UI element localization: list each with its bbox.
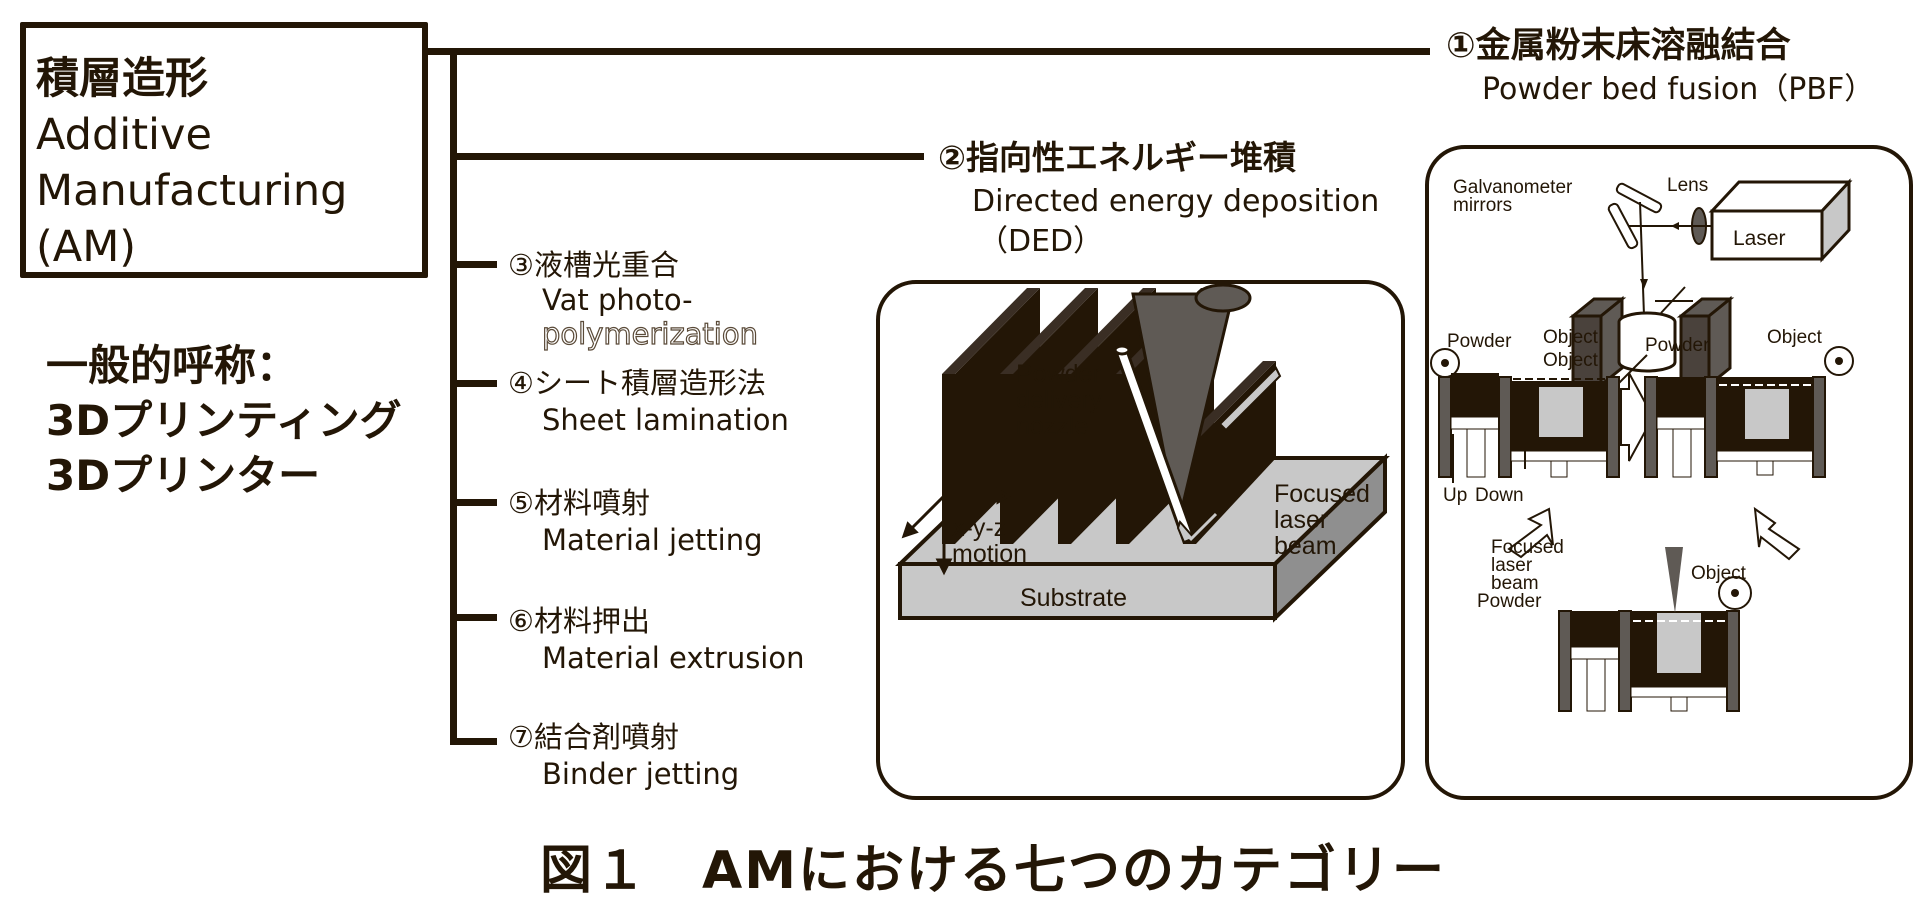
down-label: Down bbox=[1475, 485, 1524, 506]
branch-line-2 bbox=[450, 153, 924, 160]
pbf-illustration: Galvanometer mirrors Lens Laser bbox=[1430, 175, 1854, 712]
galvo-mirror-1 bbox=[1615, 182, 1663, 214]
stage3-powder-label: Powder bbox=[1477, 591, 1542, 612]
branch-line-4 bbox=[450, 380, 497, 387]
category-5-ja: ⑤材料噴射 bbox=[508, 486, 650, 520]
powder-nozzle bbox=[1113, 344, 1218, 544]
category-1-en: Powder bed fusion（PBF） bbox=[1482, 72, 1875, 107]
category-6-number: ⑥ bbox=[508, 604, 534, 638]
figure-caption: 図１ AMにおける七つのカテゴリー bbox=[540, 841, 1446, 901]
category-1-ja-text: 金属粉末床溶融結合 bbox=[1475, 26, 1791, 66]
pbf-stage-2: Powder Object bbox=[1644, 327, 1854, 478]
pbf-stage-3: Focused laser beam Object Powder bbox=[1477, 537, 1752, 712]
category-3-number: ③ bbox=[508, 248, 534, 282]
mirrors-label-1: Galvanometer bbox=[1453, 177, 1573, 198]
category-5-number: ⑤ bbox=[508, 486, 534, 520]
category-3-ja-text: 液槽光重合 bbox=[534, 248, 680, 282]
tree-trunk bbox=[450, 48, 457, 745]
stage3-object-label: Object bbox=[1691, 563, 1747, 584]
category-2-number: ② bbox=[938, 138, 966, 177]
category-2-ja-text: 指向性エネルギー堆積 bbox=[965, 138, 1296, 177]
common-names-label: 一般的呼称： bbox=[46, 341, 299, 390]
motion-label-1: x-y-z bbox=[952, 514, 1006, 542]
laser-label-3: beam bbox=[1274, 532, 1337, 560]
nozzle-label-3: nozzle bbox=[1016, 412, 1088, 440]
category-7-ja-text: 結合剤噴射 bbox=[534, 720, 680, 754]
stage1-object-label-b: Object bbox=[1543, 350, 1599, 371]
motion-label-2: motion bbox=[952, 540, 1027, 568]
build-chamber-3d bbox=[1568, 286, 1735, 389]
category-7-en: Binder jetting bbox=[542, 757, 740, 791]
root-en-line1: Additive bbox=[36, 110, 212, 160]
common-name-3d-printer: 3Dプリンター bbox=[46, 451, 321, 500]
nozzle-label-1: Powder bbox=[1016, 360, 1101, 388]
category-3-en-cont: polymerization bbox=[541, 316, 758, 351]
pbf-panel: Galvanometer mirrors Lens Laser bbox=[1425, 145, 1913, 800]
category-5-ja-text: 材料噴射 bbox=[534, 486, 651, 520]
wall-3 bbox=[1058, 288, 1156, 544]
category-6-ja: ⑥材料押出 bbox=[508, 604, 650, 638]
galvo-mirror-2 bbox=[1607, 202, 1639, 250]
category-4-en: Sheet lamination bbox=[542, 403, 789, 437]
category-7-ja: ⑦結合剤噴射 bbox=[508, 720, 679, 754]
am-root-box bbox=[20, 22, 428, 278]
substrate-side bbox=[1273, 453, 1387, 623]
category-2-ja: ②指向性エネルギー堆積 bbox=[938, 138, 1296, 178]
common-names: 一般的呼称： 3Dプリンティング 3Dプリンター bbox=[46, 338, 402, 503]
category-3-en: Vat photo- bbox=[542, 283, 693, 317]
root-abbr: (AM) bbox=[36, 222, 137, 272]
laser-cone bbox=[1131, 292, 1235, 526]
stage3-laser-beam bbox=[1665, 547, 1683, 613]
next-step-arrow-icon bbox=[1620, 372, 1655, 462]
laser-cone-top bbox=[1194, 283, 1252, 313]
common-name-3d-printing: 3Dプリンティング bbox=[46, 396, 402, 445]
return-arrow-left-icon bbox=[1507, 507, 1554, 559]
category-6-en: Material extrusion bbox=[542, 641, 805, 675]
branch-line-5 bbox=[450, 499, 497, 506]
nozzle-label-2: delivery bbox=[1016, 386, 1103, 414]
category-2-abbr: （DED） bbox=[978, 224, 1104, 259]
category-4-number: ④ bbox=[508, 366, 534, 400]
laser-label-2: laser bbox=[1274, 506, 1328, 534]
laser-source: Laser bbox=[1708, 178, 1853, 263]
laser-label: Laser bbox=[1733, 227, 1786, 250]
category-6-ja-text: 材料押出 bbox=[534, 604, 651, 638]
pbf-stage-1: Powder Object Object Up Down bbox=[1430, 327, 1620, 506]
ded-illustration: Substrate x-y-z motion Powder deliv bbox=[895, 283, 1390, 623]
branch-line-1 bbox=[428, 48, 1430, 55]
category-3-ja: ③液槽光重合 bbox=[508, 248, 679, 282]
xyz-motion-axes-icon bbox=[901, 487, 1011, 576]
stage3-focused-label-2: laser bbox=[1491, 555, 1533, 576]
category-4-ja: ④シート積層造形法 bbox=[508, 366, 766, 400]
category-2-en: Directed energy deposition bbox=[972, 184, 1380, 219]
root-en-line2: Manufacturing bbox=[36, 166, 348, 216]
return-arrow-right-icon bbox=[1753, 506, 1801, 561]
wall-2 bbox=[1000, 288, 1098, 544]
wall-5-partial bbox=[1183, 361, 1282, 544]
branch-line-7 bbox=[450, 738, 497, 745]
branch-line-6 bbox=[450, 614, 497, 621]
category-1-number: ① bbox=[1446, 26, 1476, 66]
branch-line-3 bbox=[450, 261, 497, 268]
laser-label-1: Focused bbox=[1274, 480, 1370, 508]
category-7-number: ⑦ bbox=[508, 720, 534, 754]
stage3-focused-label-3: beam bbox=[1491, 573, 1539, 594]
up-label: Up bbox=[1443, 485, 1467, 506]
stage2-powder-label: Powder bbox=[1645, 335, 1710, 356]
substrate-label: Substrate bbox=[1020, 584, 1127, 612]
stage3-focused-label-1: Focused bbox=[1491, 537, 1564, 558]
root-ja-title: 積層造形 bbox=[36, 54, 208, 104]
category-5-en: Material jetting bbox=[542, 523, 763, 557]
stage2-object-label: Object bbox=[1767, 327, 1823, 348]
stage1-object-label-a: Object bbox=[1543, 327, 1599, 348]
lens-label: Lens bbox=[1667, 175, 1708, 196]
category-4-ja-text: シート積層造形法 bbox=[534, 366, 767, 400]
mirrors-label-2: mirrors bbox=[1453, 195, 1512, 216]
ded-panel: Substrate x-y-z motion Powder deliv bbox=[876, 280, 1405, 800]
stage1-powder-label: Powder bbox=[1447, 331, 1512, 352]
category-1-ja: ①金属粉末床溶融結合 bbox=[1446, 26, 1791, 66]
